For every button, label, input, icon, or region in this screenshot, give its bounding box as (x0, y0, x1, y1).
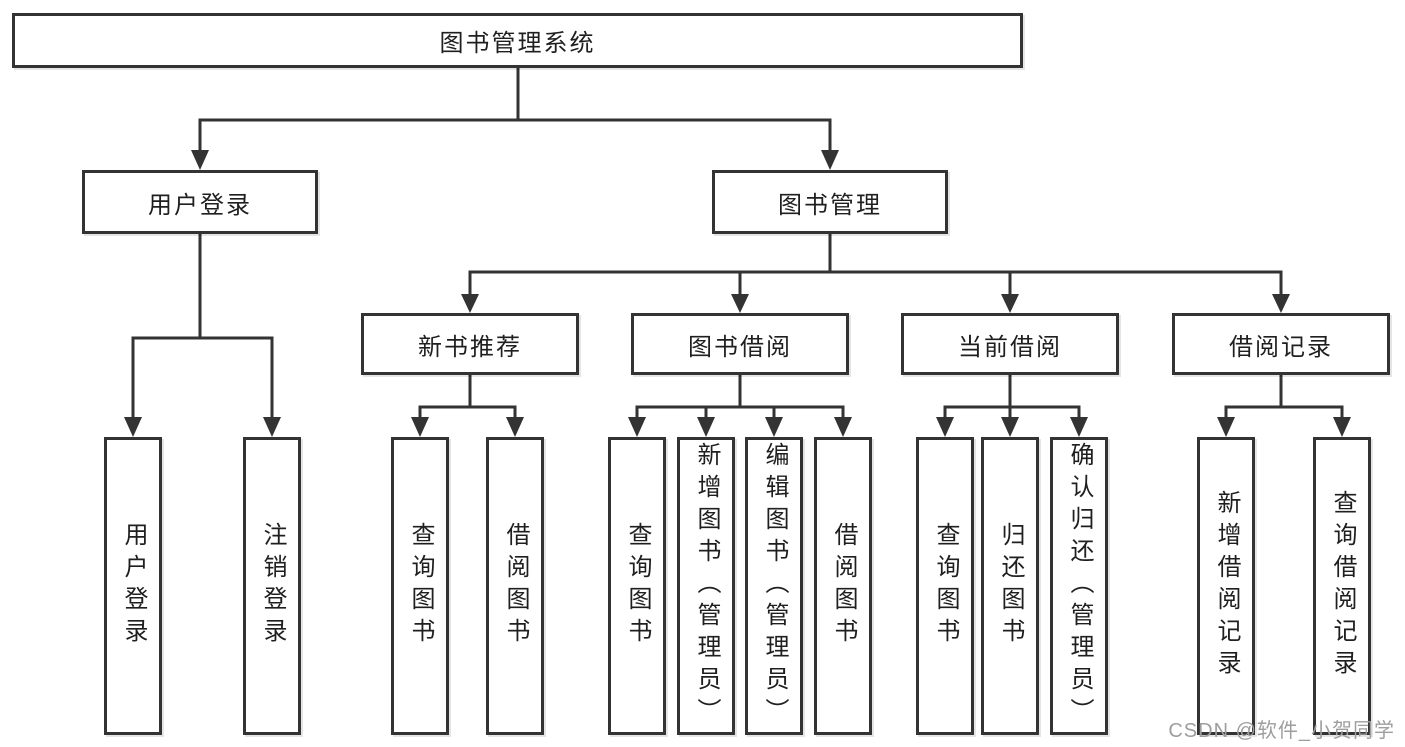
node-label: 查询图书 (407, 522, 434, 650)
node-label: 图书管理 (778, 191, 882, 219)
leaf-borrow-books-new: 借阅图书 (486, 437, 544, 735)
node-label: 图书管理系统 (439, 30, 596, 57)
node-label: 用户登录 (148, 191, 252, 219)
leaf-logout: 注销登录 (243, 437, 301, 735)
node-label: 归还图书 (997, 522, 1024, 650)
node-label: 查询借阅记录 (1329, 490, 1356, 682)
connector-root-to-level1 (191, 66, 839, 170)
node-label: 注销登录 (259, 522, 286, 650)
node-label: 确认归还（管理员） (1066, 442, 1093, 730)
node-label: 借阅图书 (502, 522, 529, 650)
connector-newbooks-to-leaves (411, 373, 524, 437)
connector-userlogin-to-leaves (124, 232, 281, 437)
node-current-borrowing: 当前借阅 (901, 313, 1119, 375)
leaf-add-book-admin: 新增图书（管理员） (677, 437, 735, 735)
node-user-login-module: 用户登录 (82, 170, 318, 234)
node-label: 图书借阅 (688, 333, 792, 361)
connector-borrow-to-leaves (628, 373, 852, 437)
node-label: 查询图书 (624, 522, 651, 650)
leaf-edit-book-admin: 编辑图书（管理员） (745, 437, 803, 735)
node-label: 借阅记录 (1229, 333, 1333, 361)
node-label: 新书推荐 (418, 333, 522, 361)
leaf-add-borrow-record: 新增借阅记录 (1197, 437, 1255, 735)
node-new-book-recommend: 新书推荐 (361, 313, 579, 375)
node-label: 编辑图书（管理员） (761, 442, 788, 730)
connector-bookmgmt-to-level2 (461, 232, 1290, 313)
node-label: 当前借阅 (958, 333, 1062, 361)
connector-current-to-leaves (936, 373, 1088, 437)
node-borrow-records: 借阅记录 (1172, 313, 1390, 375)
connector-records-to-leaves (1217, 373, 1351, 437)
leaf-confirm-return-admin: 确认归还（管理员） (1050, 437, 1108, 735)
node-root-system: 图书管理系统 (12, 13, 1023, 68)
leaf-query-books-borrow: 查询图书 (608, 437, 666, 735)
csdn-watermark: CSDN @软件_小贺同学 (1168, 720, 1395, 742)
node-label: 借阅图书 (830, 522, 857, 650)
leaf-borrow-books-borrow: 借阅图书 (814, 437, 872, 735)
leaf-user-login: 用户登录 (104, 437, 162, 735)
node-label: 用户登录 (120, 522, 147, 650)
node-book-borrowing: 图书借阅 (631, 313, 849, 375)
node-book-management: 图书管理 (712, 170, 948, 234)
node-label: 查询图书 (932, 522, 959, 650)
node-label: 新增借阅记录 (1213, 490, 1240, 682)
node-label: 新增图书（管理员） (693, 442, 720, 730)
leaf-query-books-current: 查询图书 (916, 437, 974, 735)
leaf-query-borrow-record: 查询借阅记录 (1313, 437, 1371, 735)
leaf-return-book: 归还图书 (981, 437, 1039, 735)
leaf-query-books-new: 查询图书 (391, 437, 449, 735)
